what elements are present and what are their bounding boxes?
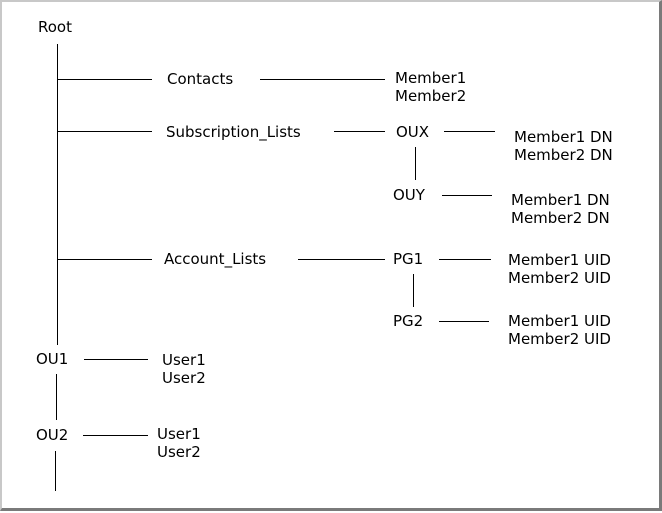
leaf-member: Member1 UID bbox=[508, 312, 611, 330]
leaf-member: Member2 UID bbox=[508, 269, 611, 287]
leaf-member: Member1 DN bbox=[514, 128, 613, 146]
leaf-member: Member1 UID bbox=[508, 251, 611, 269]
pg2-members: Member1 UID Member2 UID bbox=[508, 312, 611, 348]
leaf-member: Member1 bbox=[395, 69, 467, 87]
node-subscription-lists: Subscription_Lists bbox=[166, 123, 301, 141]
node-pg2: PG2 bbox=[393, 312, 424, 330]
leaf-member: Member2 UID bbox=[508, 330, 611, 348]
node-oux: OUX bbox=[396, 123, 430, 141]
leaf-member: Member2 bbox=[395, 87, 467, 105]
node-account-lists: Account_Lists bbox=[164, 250, 267, 268]
leaf-member: Member2 DN bbox=[511, 209, 610, 227]
leaf-user: User2 bbox=[162, 369, 206, 387]
node-ou2: OU2 bbox=[36, 426, 69, 444]
node-ouy: OUY bbox=[393, 186, 425, 204]
ou1-users: User1 User2 bbox=[162, 351, 206, 387]
leaf-user: User1 bbox=[162, 351, 206, 369]
pg1-members: Member1 UID Member2 UID bbox=[508, 251, 611, 287]
leaf-member: Member1 DN bbox=[511, 191, 610, 209]
ou2-users: User1 User2 bbox=[157, 425, 201, 461]
node-pg1: PG1 bbox=[393, 250, 424, 268]
node-contacts: Contacts bbox=[167, 70, 234, 88]
ouy-members: Member1 DN Member2 DN bbox=[511, 191, 610, 227]
leaf-member: Member2 DN bbox=[514, 146, 613, 164]
oux-members: Member1 DN Member2 DN bbox=[514, 128, 613, 164]
contacts-members: Member1 Member2 bbox=[395, 69, 466, 105]
leaf-user: User1 bbox=[157, 425, 201, 443]
leaf-user: User2 bbox=[157, 443, 201, 461]
node-ou1: OU1 bbox=[36, 350, 69, 368]
node-root: Root bbox=[38, 18, 72, 36]
